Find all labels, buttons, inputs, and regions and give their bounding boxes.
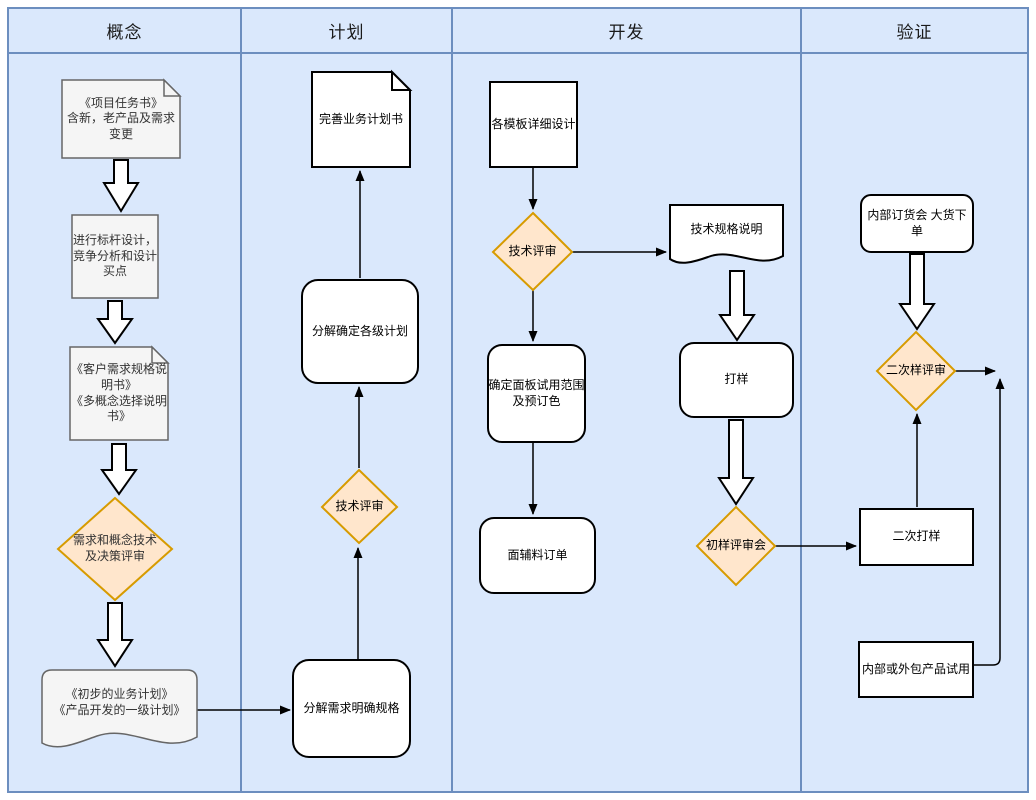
lane3-shapes xyxy=(479,81,794,594)
shape-fabric-order xyxy=(479,517,596,594)
shape-project-brief-fold xyxy=(163,78,182,97)
shape-tech-spec xyxy=(669,204,784,264)
block-arrow-7 xyxy=(898,253,936,331)
block-arrow-2 xyxy=(96,300,134,345)
lane4-shapes xyxy=(858,194,974,698)
edge-producttrial-up xyxy=(973,378,1005,666)
block-arrow-1 xyxy=(102,159,140,213)
shape-decompose-requirements xyxy=(292,659,411,758)
lane-header-develop: 开发 xyxy=(608,23,645,42)
shape-second-sample-review xyxy=(875,330,957,412)
shape-template-design xyxy=(489,81,578,168)
shape-internal-order xyxy=(860,194,974,253)
lane-header-verify: 验证 xyxy=(896,23,933,42)
shape-project-brief xyxy=(61,79,181,159)
shape-refine-plan xyxy=(311,71,411,168)
block-arrow-3 xyxy=(100,443,138,496)
block-arrow-4 xyxy=(96,602,134,668)
shape-initial-plan xyxy=(41,669,198,748)
block-arrow-5 xyxy=(718,270,756,342)
lane1-shapes xyxy=(41,78,198,748)
block-arrows xyxy=(96,159,936,668)
shape-first-sample-review xyxy=(695,505,777,587)
shape-sampling xyxy=(679,342,794,418)
shape-tech-review-plan xyxy=(320,468,399,545)
shape-customer-spec-fold xyxy=(151,345,170,364)
shape-decompose-plans xyxy=(301,279,419,384)
shape-refine-plan-fold xyxy=(391,69,413,91)
lane2-shapes xyxy=(292,69,419,758)
shape-second-sampling xyxy=(859,508,974,566)
shape-concept-review xyxy=(56,496,174,602)
connectors xyxy=(197,167,1005,715)
lane-header-plan: 计划 xyxy=(328,23,365,42)
shape-tech-review-dev xyxy=(491,211,574,292)
shape-customer-spec xyxy=(69,346,169,441)
lane-header-concept: 概念 xyxy=(106,23,143,42)
shape-benchmark-design xyxy=(71,214,159,299)
shape-panel-scope xyxy=(487,344,586,443)
shape-product-trial xyxy=(858,641,974,698)
block-arrow-6 xyxy=(717,419,755,506)
